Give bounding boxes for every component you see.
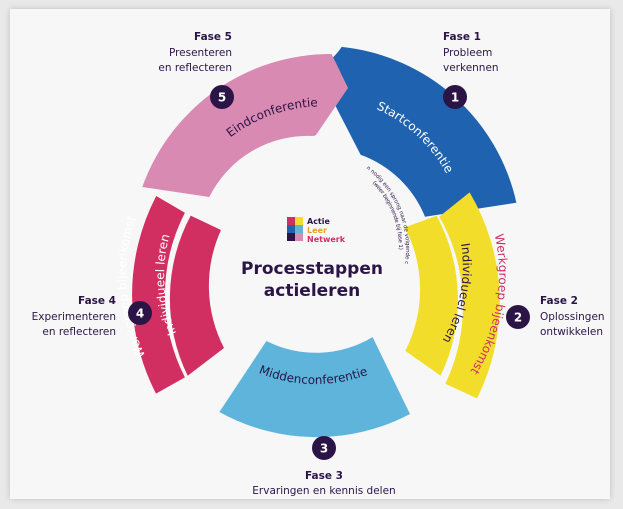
phase-3-desc-line1: Ervaringen en kennis delen	[252, 485, 395, 497]
phase-3-number: 3	[320, 442, 328, 456]
phase-5-title: Fase 5	[194, 31, 232, 43]
logo-line2: Leer	[307, 226, 327, 235]
phase-5-desc-line1: Presenteren	[169, 47, 232, 59]
actie-leer-netwerk-logo: Actie Leer Netwerk	[287, 217, 346, 244]
segment-werkgroep-left	[132, 196, 185, 394]
phase-1-desc-line2: verkennen	[443, 62, 499, 74]
phase-2-number: 2	[514, 311, 522, 325]
segment-eindconferentie	[142, 53, 348, 197]
segment-individueel-right	[404, 215, 458, 376]
phase-1-title: Fase 1	[443, 31, 481, 43]
phase-4-badge: 4	[128, 301, 152, 325]
segment-middenconferentie	[219, 337, 410, 438]
phase-4-number: 4	[136, 307, 144, 321]
phase-5-desc-line2: en reflecteren	[158, 62, 232, 74]
center-title-line1: Processtappen	[241, 259, 383, 279]
logo-line1: Actie	[307, 217, 331, 226]
phase-1-badge: 1	[443, 85, 467, 109]
segment-individueel-left	[169, 215, 224, 376]
phase-4-desc-line2: en reflecteren	[42, 326, 116, 338]
phase-5-badge: 5	[210, 85, 234, 109]
phase-2-desc-line1: Oplossingen	[540, 311, 605, 323]
phase-2-desc-line2: ontwikkelen	[540, 326, 603, 338]
phase-2-badge: 2	[506, 305, 530, 329]
segment-startconferentie	[316, 46, 517, 217]
phase-5-number: 5	[218, 91, 226, 105]
phase-4-title: Fase 4	[78, 295, 116, 307]
phase-2-title: Fase 2	[540, 295, 578, 307]
segment-werkgroep-right	[439, 192, 500, 399]
phase-1-desc-line1: Probleem	[443, 47, 492, 59]
phase-3-badge: 3	[312, 436, 336, 460]
phase-1-number: 1	[451, 91, 459, 105]
phase-3-title: Fase 3	[305, 470, 343, 482]
logo-line3: Netwerk	[307, 235, 346, 244]
phase-4-desc-line1: Experimenteren	[32, 311, 116, 323]
center-title-line2: actieleren	[264, 281, 360, 301]
